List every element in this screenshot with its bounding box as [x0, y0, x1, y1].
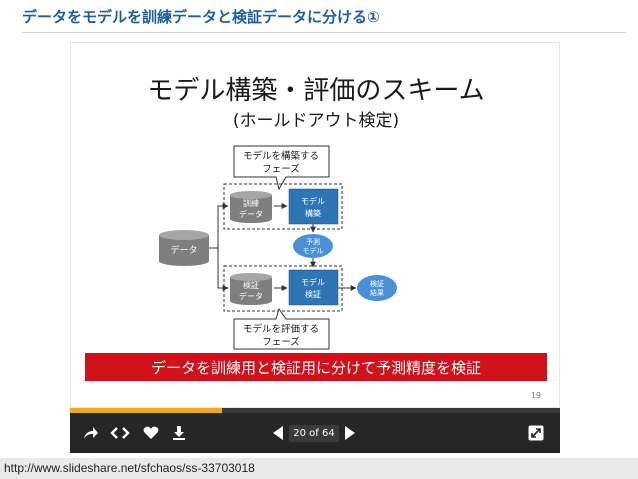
embed-code-icon[interactable] [108, 413, 132, 453]
slide-subtitle: (ホールドアウト検定) [233, 111, 399, 131]
model-build-line2: 構築 [305, 208, 321, 218]
slideshare-embed: モデル構築・評価のスキーム (ホールドアウト検定) モデルを構築する フェーズ … [70, 42, 560, 453]
train-data-line2: データ [239, 209, 263, 219]
player-controls: 20 of 64 [70, 413, 560, 453]
verify-data-cylinder: 検証 データ [230, 273, 272, 305]
model-build-line1: モデル [301, 196, 325, 206]
model-verify-line1: モデル [301, 277, 325, 287]
callout-build-phase: モデルを構築する フェーズ [233, 145, 330, 191]
callout-verify-line1: モデルを評価する [243, 323, 319, 335]
model-verify-box: モデル 検証 [288, 269, 339, 306]
verify-result-line2: 結果 [370, 288, 384, 297]
callout-verify-line2: フェーズ [262, 336, 300, 348]
predict-model-line2: モデル [303, 246, 324, 255]
slide-number: 19 [531, 391, 541, 400]
red-banner [85, 353, 547, 381]
slide-diagram: モデル構築・評価のスキーム (ホールドアウト検定) モデルを構築する フェーズ … [85, 76, 547, 400]
header-divider [22, 32, 626, 33]
verify-data-line2: データ [239, 291, 263, 301]
data-cylinder: データ [159, 230, 209, 266]
slide-progress-fill [70, 408, 222, 413]
download-icon[interactable] [168, 413, 190, 453]
callout-verify-phase: モデルを評価する フェーズ [233, 307, 330, 350]
source-url[interactable]: http://www.slideshare.net/sfchaos/ss-337… [4, 461, 255, 475]
slide-progress-bar[interactable] [70, 408, 560, 413]
model-verify-line2: 検証 [305, 289, 321, 299]
model-build-box: モデル 構築 [288, 188, 339, 225]
predict-model-line1: 予測 [306, 237, 320, 246]
next-slide-icon[interactable] [342, 413, 358, 453]
callout-build-line1: モデルを構築する [243, 150, 319, 162]
verify-result-circle: 検証 結果 [357, 275, 397, 301]
verify-result-line1: 検証 [370, 279, 384, 288]
train-data-cylinder: 訓練 データ [230, 191, 272, 223]
predict-model-circle: 予測 モデル [293, 234, 333, 258]
like-heart-icon[interactable] [140, 413, 162, 453]
page-title: データをモデルを訓練データと検証データに分ける① [22, 8, 380, 26]
data-cylinder-label: データ [170, 244, 197, 256]
share-icon[interactable] [80, 413, 102, 453]
slide-canvas: モデル構築・評価のスキーム (ホールドアウト検定) モデルを構築する フェーズ … [70, 42, 560, 408]
source-url-bar: http://www.slideshare.net/sfchaos/ss-337… [0, 458, 638, 479]
callout-build-line2: フェーズ [262, 163, 300, 175]
fullscreen-icon[interactable] [526, 413, 546, 453]
verify-data-line1: 検証 [243, 280, 259, 290]
banner-text: データを訓練用と検証用に分けて予測精度を検証 [151, 359, 481, 377]
train-data-line1: 訓練 [243, 198, 259, 208]
slide-title: モデル構築・評価のスキーム [147, 76, 484, 106]
build-phase-area [223, 183, 343, 230]
page-indicator: 20 of 64 [289, 425, 339, 442]
previous-slide-icon[interactable] [270, 413, 286, 453]
